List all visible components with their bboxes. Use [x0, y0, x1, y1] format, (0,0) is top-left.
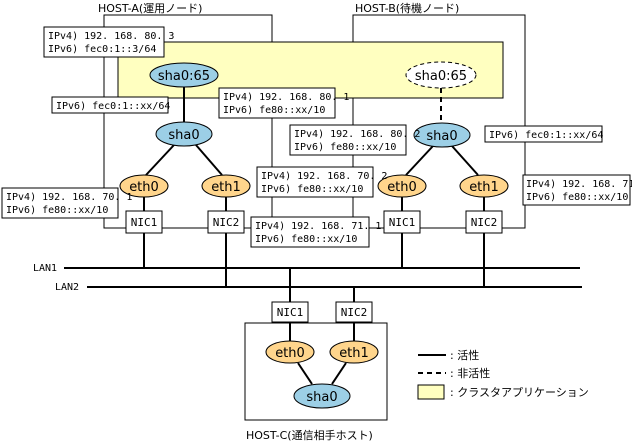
a-eth0-node [119, 174, 169, 198]
c-nic1-box [271, 301, 309, 323]
a-eth0-label: eth0 [129, 180, 159, 195]
a-nic2-label: NIC2 [213, 216, 240, 229]
addr-b-sha0-v4-line2: IPv6) fe80::xx/10 [294, 142, 396, 153]
b-sha0-label: sha0 [426, 129, 457, 144]
a-eth1-node [201, 174, 251, 198]
host-c-box [244, 322, 388, 421]
b-nic2-box [465, 210, 503, 234]
addr-a-eth0-line1: IPv4) 192. 168. 70. 1 [6, 192, 132, 203]
link-b-sha0-eth1 [451, 145, 479, 176]
b-nic2-label: NIC2 [471, 216, 498, 229]
a-sha0-label: sha0 [168, 128, 199, 143]
addr-b-sha0-v6-box [484, 125, 603, 143]
c-eth0-node [265, 340, 315, 364]
link-c-eth1-sha0 [331, 362, 347, 385]
addr-a-sha0-v6-line1: IPv6) fec0:1::xx/64 [56, 101, 170, 112]
a-sha0-node [155, 121, 213, 147]
addr-b-sha0-v4-line1: IPv4) 192. 168. 80. 2 [294, 129, 420, 140]
addr-b-eth1-line2: IPv6) fe80::xx/10 [526, 192, 628, 203]
addr-b-sha0-v4-box [289, 124, 407, 156]
lan1-label: LAN1 [33, 263, 57, 274]
addr-a-sha0-v4-line2: IPv6) fe80::xx/10 [223, 105, 325, 116]
b-eth0-node [377, 174, 427, 198]
legend-cluster-label: : クラスタアプリケーション [450, 386, 589, 399]
addr-b-eth1-box [522, 174, 631, 206]
b-eth1-label: eth1 [469, 180, 499, 195]
link-b-sha0-eth0 [405, 145, 434, 176]
b-sha0-node [413, 122, 471, 148]
addr-b-eth0-box [256, 166, 374, 198]
addr-a-eth1-line2: IPv6) fe80::xx/10 [255, 234, 357, 245]
a-nic2-box [207, 210, 245, 234]
c-nic2-box [335, 301, 373, 323]
addr-a-eth0-box [1, 187, 119, 219]
b-sha0-65-label: sha0:65 [415, 69, 467, 84]
link-c-eth0-sha0 [297, 362, 313, 385]
b-nic1-box [383, 210, 421, 234]
addr-a-sha0-65-line1: IPv4) 192. 168. 80. 3 [48, 31, 174, 42]
link-a-sha0-eth1 [195, 144, 223, 176]
host-c-title: HOST-C(通信相手ホスト) [246, 428, 373, 442]
addr-b-eth0-line1: IPv4) 192. 168. 70. 2 [261, 171, 387, 182]
b-eth0-label: eth0 [387, 180, 417, 195]
lan2-label: LAN2 [55, 282, 79, 293]
addr-b-eth0-line2: IPv6) fe80::xx/10 [261, 184, 363, 195]
b-eth1-node [459, 174, 509, 198]
c-sha0-label: sha0 [306, 390, 337, 405]
addr-a-eth0-line2: IPv6) fe80::xx/10 [6, 205, 108, 216]
c-eth1-label: eth1 [339, 346, 369, 361]
c-eth0-label: eth0 [275, 346, 305, 361]
c-sha0-node [293, 383, 351, 409]
addr-b-sha0-v6-line1: IPv6) fec0:1::xx/64 [489, 130, 603, 141]
a-sha0-65-label: sha0:65 [158, 69, 210, 84]
a-nic1-box [125, 210, 163, 234]
addr-a-sha0-v4-line1: IPv4) 192. 168. 80. 1 [223, 92, 349, 103]
addr-a-sha0-65-line2: IPv6) fec0:1::3/64 [48, 44, 156, 55]
addr-b-eth1-line1: IPv4) 192. 168. 71. 2 [526, 179, 632, 190]
addr-a-sha0-v4-box [218, 87, 336, 119]
addr-a-eth1-box [250, 216, 370, 248]
addr-a-sha0-65-box [43, 26, 165, 58]
a-nic1-label: NIC1 [131, 216, 158, 229]
legend-inactive-label: : 非活性 [450, 366, 490, 380]
host-b-title: HOST-B(待機ノード) [355, 1, 459, 15]
addr-a-eth1-line1: IPv4) 192. 168. 71. 1 [255, 221, 381, 232]
addr-a-sha0-v6-box [51, 96, 169, 114]
link-a-sha0-eth0 [145, 144, 175, 176]
a-eth1-label: eth1 [211, 180, 241, 195]
legend-active-label: : 活性 [450, 348, 479, 362]
c-nic2-label: NIC2 [341, 306, 368, 319]
host-a-title: HOST-A(運用ノード) [98, 2, 202, 15]
legend-cluster-swatch [417, 384, 445, 400]
b-nic1-label: NIC1 [389, 216, 416, 229]
c-nic1-label: NIC1 [277, 306, 304, 319]
b-sha0-65-node-inactive [405, 61, 477, 89]
a-sha0-65-node [149, 62, 219, 88]
c-eth1-node [329, 340, 379, 364]
